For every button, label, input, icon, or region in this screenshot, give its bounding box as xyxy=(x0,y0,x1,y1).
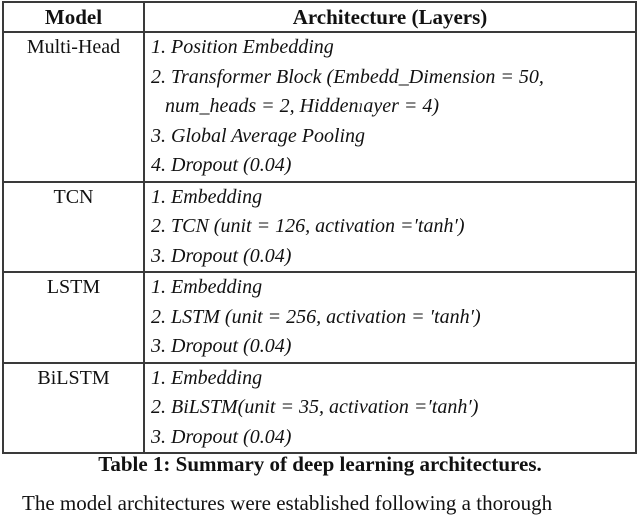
layer-item: 2. LSTM (unit = 256, activation = ′tanh′… xyxy=(151,305,481,328)
model-name: TCN xyxy=(2,180,145,273)
layer-item: 1. Embedding xyxy=(151,185,263,208)
architecture-layers: 1. Position Embedding 2. Transformer Blo… xyxy=(143,31,637,183)
table-row: LSTM 1. Embedding 2. LSTM (unit = 256, a… xyxy=(2,271,637,364)
layer-item: 1. Position Embedding xyxy=(151,36,334,58)
layer-item-continuation: num_heads = 2, Hiddenₗayer = 4) xyxy=(165,95,440,117)
table-row: BiLSTM 1. Embedding 2. BiLSTM(unit = 35,… xyxy=(2,361,637,454)
model-name: LSTM xyxy=(2,271,145,364)
architecture-layers: 1. Embedding 2. LSTM (unit = 256, activa… xyxy=(143,271,637,364)
header-architecture: Architecture (Layers) xyxy=(143,1,637,33)
architecture-layers: 1. Embedding 2. BiLSTM(unit = 35, activa… xyxy=(143,361,637,454)
table-row: Multi-Head 1. Position Embedding 2. Tran… xyxy=(2,31,637,183)
architecture-table-container: Model Architecture (Layers) Multi-Head 1… xyxy=(2,1,637,454)
table-caption: Table 1: Summary of deep learning archit… xyxy=(98,452,542,476)
layer-item: 3. Dropout (0.04) xyxy=(151,335,292,357)
header-model: Model xyxy=(2,1,145,33)
layer-item: 1. Embedding xyxy=(151,366,263,389)
architecture-table: Model Architecture (Layers) Multi-Head 1… xyxy=(2,1,637,454)
layer-item: 4. Dropout (0.04) xyxy=(151,154,292,176)
layer-item: 3. Dropout (0.04) xyxy=(151,425,292,448)
layer-item: 3. Dropout (0.04) xyxy=(151,244,292,267)
model-name: Multi-Head xyxy=(2,31,145,183)
layer-item: 1. Embedding xyxy=(151,276,263,298)
table-row: TCN 1. Embedding 2. TCN (unit = 126, act… xyxy=(2,180,637,273)
table-header-row: Model Architecture (Layers) xyxy=(2,1,637,33)
layer-item: 2. Transformer Block (Embedd_Dimension =… xyxy=(151,65,544,88)
model-name: BiLSTM xyxy=(2,361,145,454)
body-paragraph-fragment: The model architectures were established… xyxy=(22,491,553,515)
architecture-layers: 1. Embedding 2. TCN (unit = 126, activat… xyxy=(143,180,637,273)
layer-item: 3. Global Average Pooling xyxy=(151,124,366,147)
layer-item: 2. BiLSTM(unit = 35, activation =′tanh′) xyxy=(151,396,479,418)
layer-item: 2. TCN (unit = 126, activation =′tanh′) xyxy=(151,215,465,237)
